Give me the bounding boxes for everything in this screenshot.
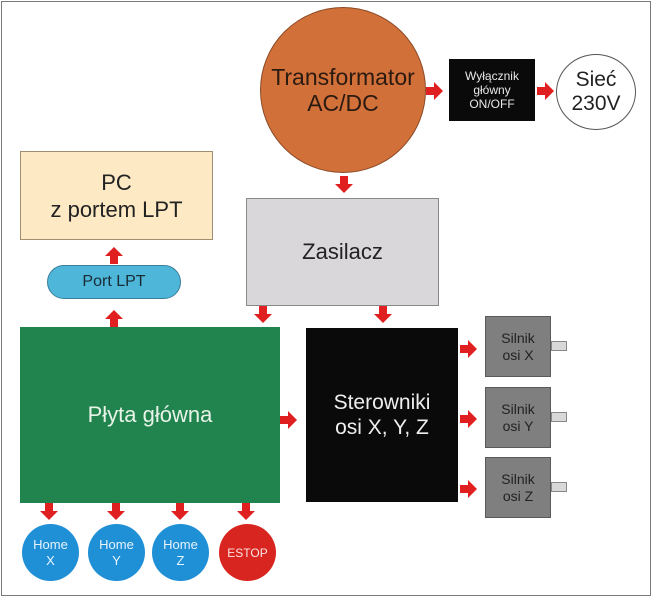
home-x-node: Home X <box>22 524 79 581</box>
motor-y-shaft <box>551 412 567 422</box>
home-y-node: Home Y <box>88 524 145 581</box>
drivers-node: Sterowniki osi X, Y, Z <box>306 328 458 502</box>
estop-node: ESTOP <box>219 524 276 581</box>
lpt-port-node: Port LPT <box>47 265 181 299</box>
transformer-node: Transformator AC/DC <box>260 7 426 173</box>
motor-x-shaft <box>551 341 567 351</box>
mainboard-node: Płyta główna <box>20 327 280 503</box>
motor-x-node: Silnik osi X <box>485 316 551 377</box>
home-z-node: Home Z <box>152 524 209 581</box>
pc-node: PC z portem LPT <box>20 151 213 240</box>
power-supply-node: Zasilacz <box>246 198 439 306</box>
motor-z-node: Silnik osi Z <box>485 457 551 518</box>
mains-node: Sieć 230V <box>556 54 636 130</box>
motor-y-node: Silnik osi Y <box>485 387 551 448</box>
motor-z-shaft <box>551 482 567 492</box>
main-switch-node: Wyłącznik główny ON/OFF <box>449 59 535 121</box>
